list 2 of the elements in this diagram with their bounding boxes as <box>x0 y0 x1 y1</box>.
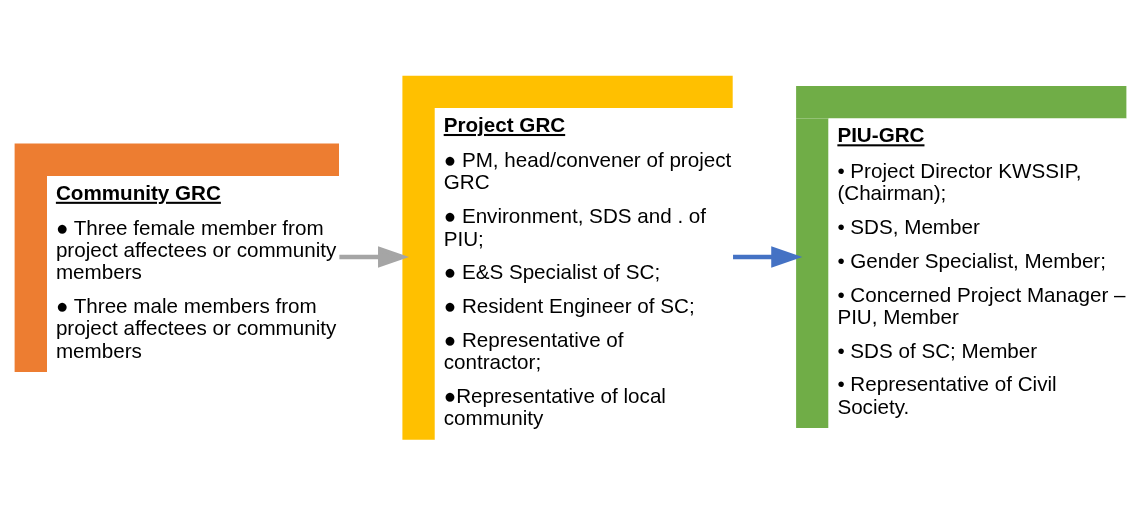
arrow <box>733 246 803 268</box>
arrow <box>339 246 410 268</box>
